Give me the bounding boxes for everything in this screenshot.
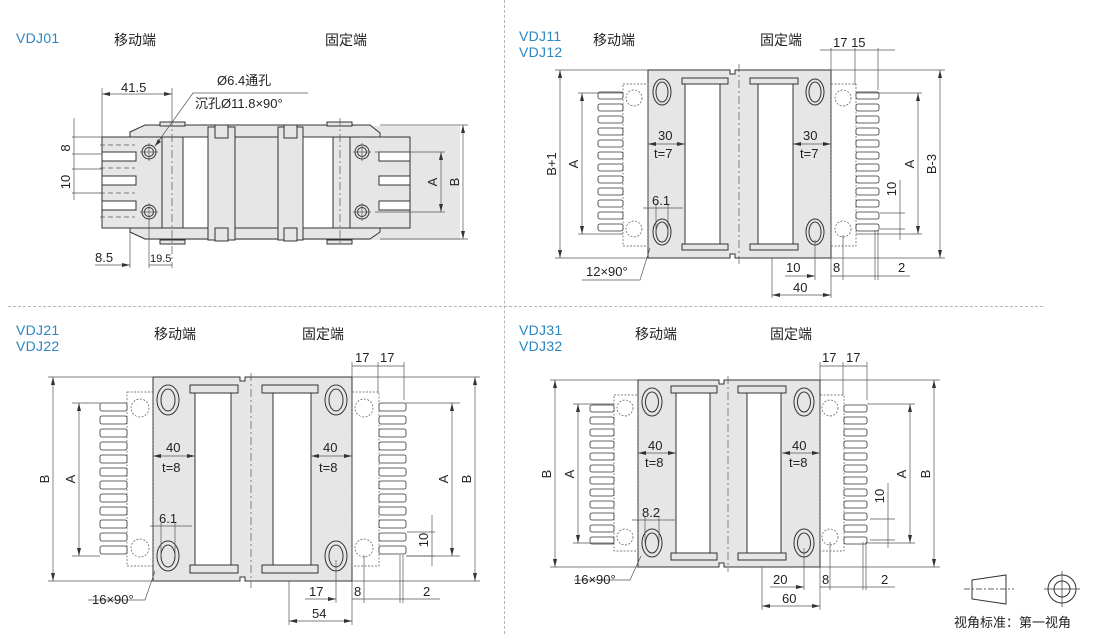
dim-b-right: B-3 — [924, 154, 939, 174]
dim-bottom-60: 60 — [782, 591, 796, 606]
dim-length: 41.5 — [121, 80, 146, 95]
dim-counterbore: 沉孔Ø11.8×90° — [195, 96, 283, 111]
dim-bottom-2: 2 — [423, 584, 430, 599]
dim-thickness-left: t=8 — [162, 460, 180, 475]
dim-a-left: A — [566, 159, 581, 168]
dim-thickness-right: t=8 — [789, 455, 807, 470]
section-divider-horizontal — [8, 306, 1043, 307]
dim-plate-width-left: 40 — [648, 438, 662, 453]
dim-offset-hole: 19.5 — [150, 253, 171, 265]
dim-plate-width-left: 40 — [166, 440, 180, 455]
dim-pitch: 10 — [872, 489, 887, 503]
dim-a-right: A — [436, 474, 451, 483]
dim-top-pitch: 17 15 — [833, 35, 866, 50]
model-label-vdj21: VDJ21 — [16, 322, 60, 338]
dim-bottom-17: 17 — [309, 584, 323, 599]
dim-bottom-54: 54 — [312, 606, 326, 621]
dim-pitch: 10 — [416, 533, 431, 547]
dim-pitch: 10 — [884, 182, 899, 196]
dim-hole: 6.1 — [159, 511, 177, 526]
fixed-end-label: 固定端 — [302, 326, 344, 342]
dim-bottom-2: 2 — [898, 260, 905, 275]
dim-b-right: B — [459, 475, 474, 484]
dim-b: B — [447, 178, 462, 187]
dim-plate-width-left: 30 — [658, 128, 672, 143]
dim-thickness-right: t=8 — [319, 460, 337, 475]
dim-countersink: 16×90° — [574, 572, 616, 587]
model-label-vdj01: VDJ01 — [16, 30, 60, 46]
model-label-vdj11: VDJ11 — [519, 28, 562, 44]
moving-end-label: 移动端 — [114, 32, 156, 48]
dim-bottom-8: 8 — [822, 572, 829, 587]
dim-a-right: A — [894, 469, 909, 478]
dim-bottom-8: 8 — [354, 584, 361, 599]
moving-end-label: 移动端 — [154, 326, 196, 342]
dim-pitch-top: 8 — [58, 144, 73, 151]
dim-bottom-10: 10 — [786, 260, 800, 275]
dim-top-17a: 17 — [355, 350, 369, 365]
section-divider-vertical — [504, 0, 505, 634]
dim-a-right: A — [902, 159, 917, 168]
dim-top-17a: 17 — [822, 350, 836, 365]
dim-countersink: 12×90° — [586, 264, 628, 279]
dim-top-17b: 17 — [846, 350, 860, 365]
projection-standard-label: 视角标准：第一视角 — [954, 615, 1072, 630]
dim-plate-width-right: 40 — [792, 438, 806, 453]
dim-b-left: B — [37, 475, 52, 484]
model-label-vdj22: VDJ22 — [16, 338, 60, 354]
moving-end-label: 移动端 — [635, 326, 677, 342]
dim-bottom-40: 40 — [793, 280, 807, 295]
moving-end-label: 移动端 — [593, 32, 635, 48]
dim-thickness-right: t=7 — [800, 146, 818, 161]
dim-bottom-2: 2 — [881, 572, 888, 587]
dim-plate-width-right: 30 — [803, 128, 817, 143]
dim-hole: 8.2 — [642, 505, 660, 520]
truncated-cone-icon — [971, 574, 1007, 605]
fixed-end-label: 固定端 — [325, 32, 367, 48]
dim-a: A — [425, 177, 440, 186]
dim-countersink: 16×90° — [92, 592, 134, 607]
dim-through-hole: Ø6.4通孔 — [217, 73, 271, 88]
dim-bottom-8: 8 — [833, 260, 840, 275]
dim-thickness-left: t=8 — [645, 455, 663, 470]
dim-a-left: A — [562, 469, 577, 478]
dim-top-17b: 17 — [380, 350, 394, 365]
fixed-end-label: 固定端 — [760, 32, 802, 48]
dim-offset-left: 8.5 — [95, 250, 113, 265]
dim-plate-width-right: 40 — [323, 440, 337, 455]
dim-b-left: B — [539, 470, 554, 479]
dim-hole: 6.1 — [652, 193, 670, 208]
dim-thickness-left: t=7 — [654, 146, 672, 161]
fixed-end-label: 固定端 — [770, 326, 812, 342]
concentric-circles-icon — [1044, 571, 1080, 607]
dim-a-left: A — [63, 474, 78, 483]
model-label-vdj32: VDJ32 — [519, 338, 563, 354]
dim-bottom-20: 20 — [773, 572, 787, 587]
dim-pitch-mid: 10 — [58, 175, 73, 189]
dim-b-left: B+1 — [544, 152, 559, 176]
model-label-vdj31: VDJ31 — [519, 322, 563, 338]
dim-b-right: B — [918, 470, 933, 479]
model-label-vdj12: VDJ12 — [519, 44, 563, 60]
